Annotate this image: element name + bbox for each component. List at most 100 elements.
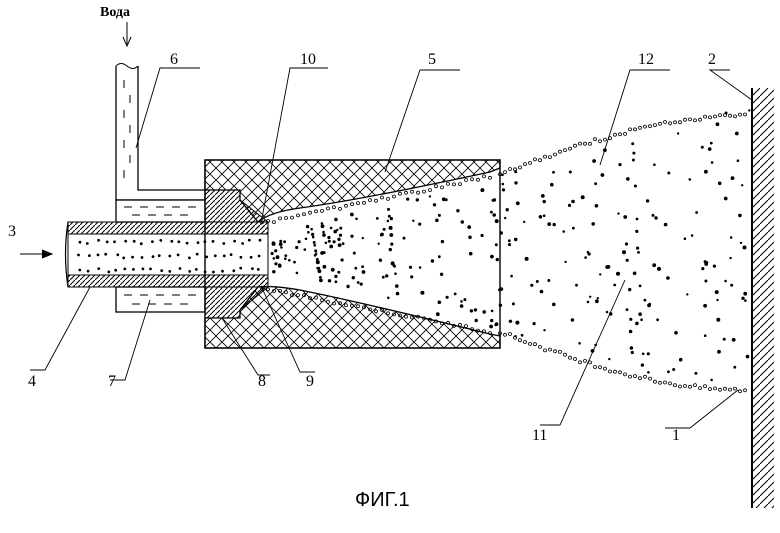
jet-particle [415,198,419,202]
tube-particle [159,239,163,242]
jet-particle [408,265,413,269]
water-droplet [266,219,270,223]
jet-particle [616,271,620,276]
jet-particle [703,334,707,338]
jet-particle [535,280,539,283]
tube-particle [170,239,174,243]
jet-particle [530,283,534,287]
tube-particle [97,267,101,270]
jet-particle [297,240,301,244]
water-droplet [568,146,572,151]
jet-particle [337,270,341,274]
water-droplet [628,374,632,379]
jet-particle [351,276,355,280]
jet-particle [736,159,740,162]
jet-particle [695,211,698,214]
jet-particle [667,171,671,175]
tube-particle [168,270,172,273]
tube-particle [177,240,181,244]
jet-particle [283,240,286,244]
tube-particle [86,269,90,273]
water-droplet [633,127,637,132]
jet-particle [704,262,709,266]
abrasive-particles [270,109,751,382]
jet-particle [625,308,629,311]
water-droplet [648,124,652,129]
water-droplet [314,295,318,300]
jet-particle [387,207,390,211]
jet-particle [654,216,658,220]
water-droplet [723,386,727,391]
jet-particle [474,318,478,323]
water-droplet [678,384,682,389]
water-droplet [308,210,312,215]
jet-particle [463,298,467,302]
water-droplet [563,148,567,153]
jet-particle [440,239,445,244]
water-droplet [434,184,438,189]
tube-particle [188,270,192,273]
jet-particle [295,245,299,250]
water-droplet [533,342,537,347]
jet-particle [594,182,597,186]
tube-particle [123,267,127,271]
water-droplet [608,369,612,374]
water-droplet [668,121,672,126]
jet-particle [354,266,358,270]
jet-particle [709,141,713,145]
jet-particle [714,290,719,295]
jet-particle [389,217,393,221]
jet-particle [745,354,750,359]
jet-particle [594,204,599,208]
jet-particle [624,242,629,246]
tube-particle [107,270,111,274]
jet-particle [742,245,747,250]
tube-particle [151,240,154,244]
jet-particle [412,219,415,222]
jet-particle [652,263,657,268]
jet-particle [678,357,683,362]
water-droplet [332,301,336,306]
jet-particle [645,199,650,203]
tube-particle [233,239,237,243]
jet-particle [552,222,556,227]
jet-particle [332,240,336,244]
jet-particle [672,368,676,371]
jet-particle [492,213,497,217]
jet-particle [275,255,280,260]
water-droplet [410,189,414,194]
jet-particle [278,264,282,268]
water-droplet [284,216,288,220]
jet-particle [395,291,400,296]
jet-particle [278,242,283,247]
tube-particle [122,256,126,260]
jet-particle [613,283,617,287]
jet-particle [441,197,446,202]
jet-particle [520,333,524,337]
water-droplet [648,376,652,381]
figure-caption: ФИГ.1 [355,489,410,511]
jet-particle [653,163,656,166]
jet-particle [280,246,283,249]
jet-particle [334,280,338,284]
water-droplet [548,347,552,352]
jet-particle [377,242,380,245]
jet-particle [334,217,338,222]
water-droplet [703,384,707,389]
water-droplet [708,387,712,391]
water-droplet [392,194,396,199]
water-droplet [422,316,426,321]
jet-particle [507,239,511,243]
jet-particle [592,159,596,163]
jet-particle [387,296,390,300]
jet-particle [375,217,379,220]
jet-particle [666,276,670,280]
water-droplet [583,141,587,146]
jet-particle [550,182,554,187]
callout-8: 8 [258,373,266,390]
water-droplet [683,117,687,122]
jet-particle [418,222,422,226]
jet-particle [623,215,628,219]
jet-particle [322,264,327,269]
jet-particle [683,237,687,240]
